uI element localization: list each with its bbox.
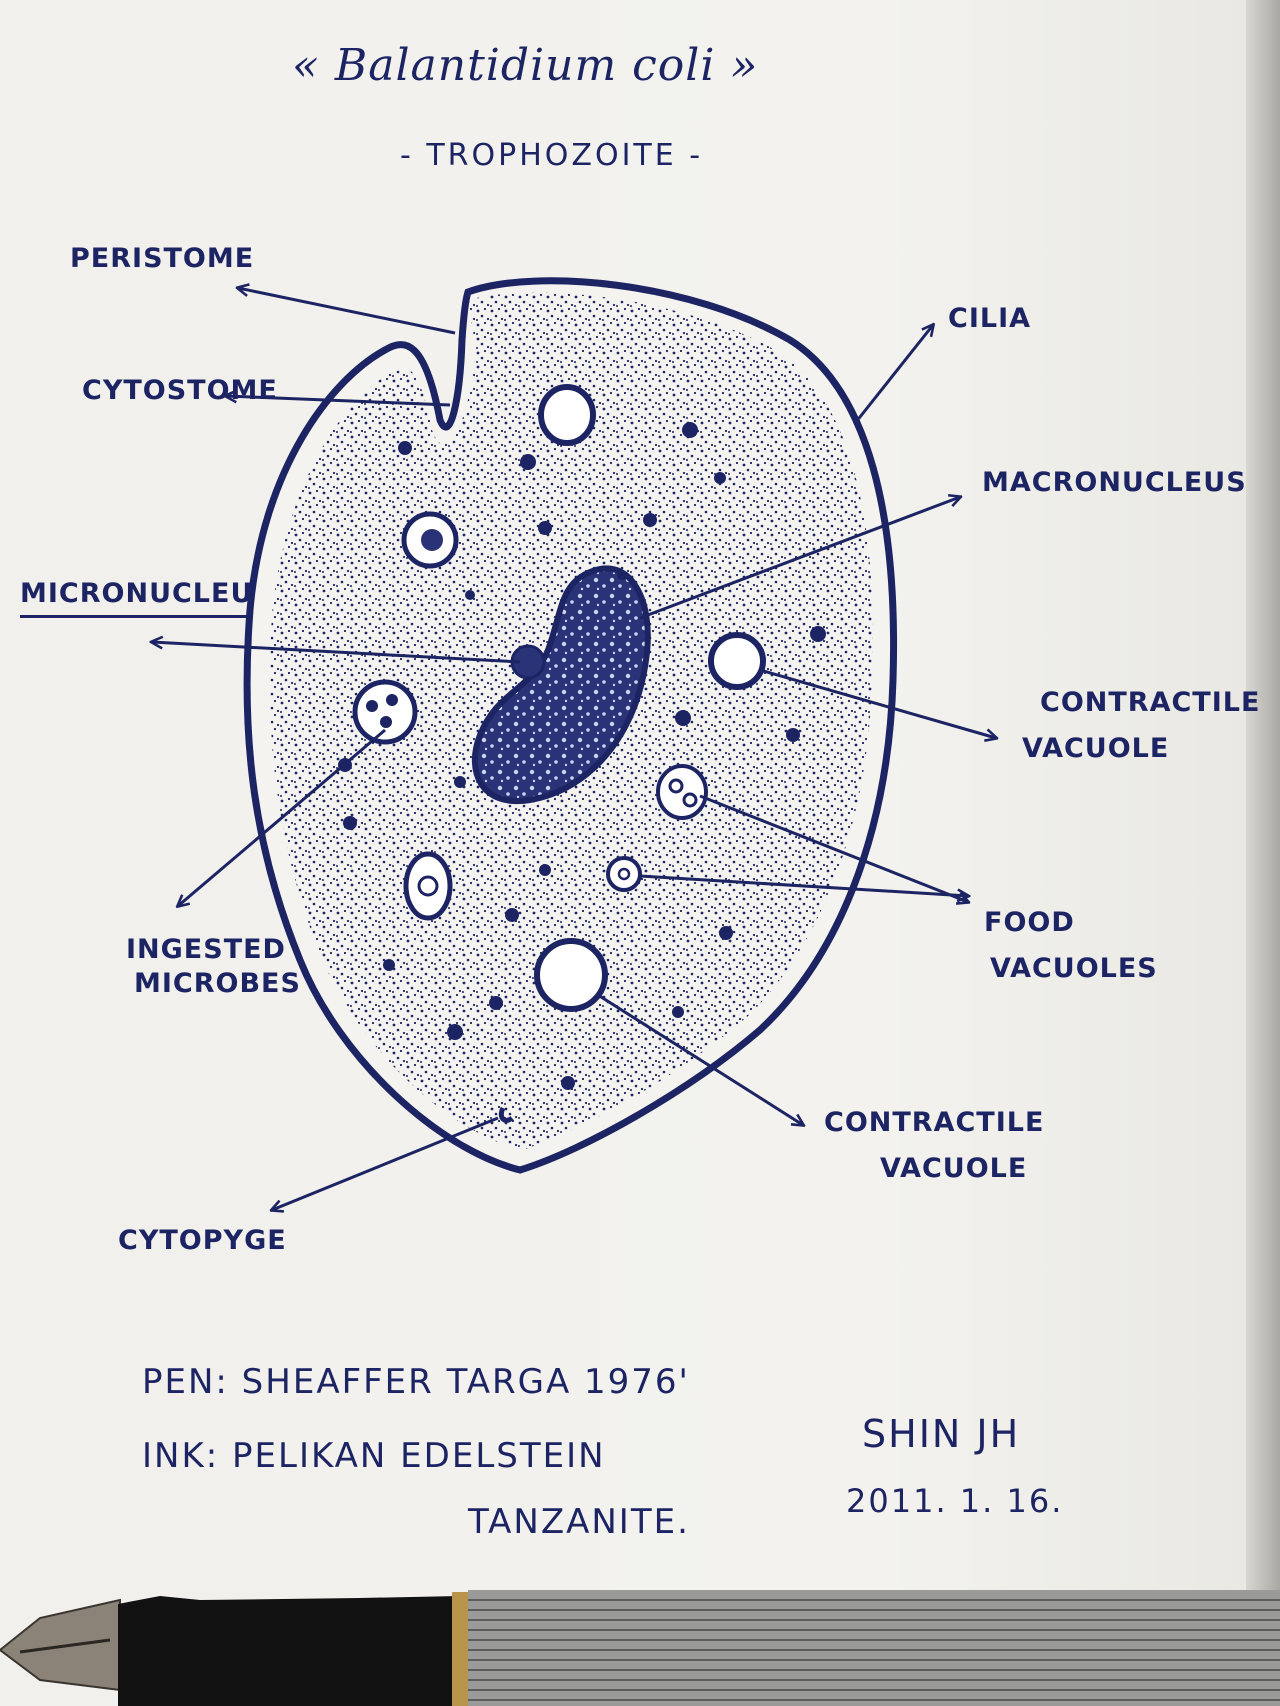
label-food-line-1: FOOD bbox=[984, 907, 1075, 938]
food-vacuole-left-content bbox=[421, 529, 443, 551]
label-peristome: PERISTOME bbox=[70, 243, 255, 274]
label-macronucleus: MACRONUCLEUS bbox=[982, 467, 1247, 498]
food-vacuole-lower-left bbox=[403, 851, 453, 921]
diagram-title: « Balantidium coli » bbox=[292, 40, 759, 91]
microbe-2 bbox=[386, 694, 398, 706]
label-cytostome: CYTOSTOME bbox=[82, 375, 278, 406]
label-contractile-vacuole-lower: CONTRACTILE VACUOLE bbox=[824, 1100, 1044, 1192]
arrow-macronucleus bbox=[639, 497, 960, 620]
label-ingested-microbes: INGESTED MICROBES bbox=[126, 933, 301, 1001]
contractile-vacuole-upper bbox=[708, 632, 766, 690]
label-cytopyge: CYTOPYGE bbox=[118, 1225, 287, 1256]
cytopyge-opening bbox=[498, 1106, 514, 1123]
label-contractile-vacuole-upper: CONTRACTILE VACUOLE bbox=[1022, 680, 1261, 772]
label-micronucleus: MICRONUCLEUS bbox=[20, 575, 274, 618]
microbe-3 bbox=[380, 716, 392, 728]
label-cilia: CILIA bbox=[948, 303, 1032, 334]
footer-pen: PEN: SHEAFFER TARGA 1976' bbox=[142, 1362, 690, 1402]
ingested-microbes-vacuole bbox=[352, 679, 418, 745]
arrow-micronucleus bbox=[152, 642, 521, 664]
footer-ink-color: TANZANITE. bbox=[468, 1502, 690, 1542]
arrow-contractile-vacuole-upper bbox=[759, 668, 996, 738]
contractile-vacuole-lower bbox=[534, 938, 608, 1012]
label-cv-upper-line-1: CONTRACTILE bbox=[1040, 687, 1261, 718]
label-cv-lower-line-2: VACUOLE bbox=[880, 1153, 1028, 1184]
leader-lines bbox=[152, 288, 996, 1210]
arrow-ingested-microbes bbox=[178, 728, 386, 906]
food-vacuole-right-particle-2 bbox=[682, 792, 698, 808]
arrow-contractile-vacuole-lower bbox=[597, 993, 803, 1125]
label-ingested-line-2: MICROBES bbox=[134, 968, 301, 999]
arrow-cytostome bbox=[226, 396, 451, 407]
label-food-vacuoles: FOOD VACUOLES bbox=[984, 900, 1158, 992]
arrow-peristome bbox=[238, 288, 456, 335]
microbe-1 bbox=[366, 700, 378, 712]
diagram-subtitle: - TROPHOZOITE - bbox=[400, 138, 704, 173]
footer-date: 2011. 1. 16. bbox=[846, 1482, 1064, 1520]
food-vacuole-small-particle bbox=[617, 867, 631, 881]
cytoplasm-granules bbox=[338, 422, 826, 1090]
label-ingested-line-1: INGESTED bbox=[126, 934, 286, 965]
food-vacuole-right-particle-1 bbox=[668, 778, 684, 794]
arrow-cytopyge bbox=[272, 1116, 499, 1210]
footer-author: SHIN JH bbox=[862, 1412, 1021, 1456]
macronucleus bbox=[471, 565, 651, 805]
food-vacuole-right bbox=[656, 764, 708, 820]
label-food-line-2: VACUOLES bbox=[990, 953, 1158, 984]
label-cv-upper-line-2: VACUOLE bbox=[1022, 733, 1170, 764]
arrow-food-vacuole-1 bbox=[699, 794, 968, 902]
arrow-cilia bbox=[854, 325, 933, 423]
label-cv-lower-line-1: CONTRACTILE bbox=[824, 1107, 1045, 1138]
footer-ink: INK: PELIKAN EDELSTEIN bbox=[142, 1436, 606, 1476]
page-edge bbox=[1246, 0, 1280, 1706]
food-vacuole-lower-left-particle bbox=[417, 875, 439, 897]
vacuole-upper bbox=[538, 384, 596, 446]
fountain-pen bbox=[0, 1590, 1280, 1706]
food-vacuole-small bbox=[606, 856, 642, 892]
arrow-food-vacuole-2 bbox=[639, 874, 968, 896]
